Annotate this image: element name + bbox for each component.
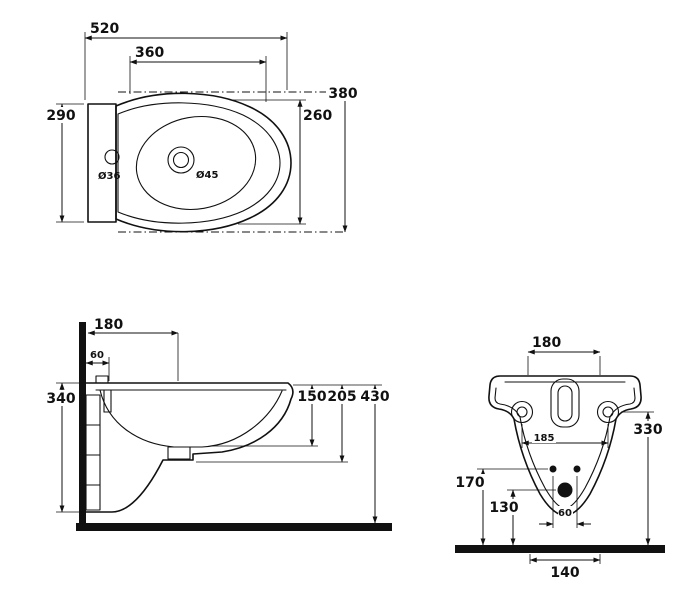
dim-front-330: 330 — [621, 411, 663, 546]
dim-front-170: 170 — [455, 468, 548, 546]
fixing-hole-right-outer — [596, 400, 620, 424]
top-view: Ø36 Ø45 520 360 380 260 — [44, 21, 359, 233]
bowl-rim-inner-outline — [117, 102, 281, 224]
dim-260: 260 — [232, 99, 332, 225]
bowl-basin-outline — [135, 115, 257, 211]
dim-side-150-label: 150 — [297, 389, 326, 405]
dim-front-130-label: 130 — [489, 500, 518, 516]
dim-side-60: 60 — [85, 350, 110, 381]
dim-side-340: 340 — [44, 382, 84, 513]
dim-front-140: 140 — [529, 554, 601, 581]
waste-fitting — [167, 446, 191, 460]
dim-side-340-label: 340 — [46, 391, 75, 407]
dim-front-140-label: 140 — [550, 565, 579, 581]
floor-line-side — [76, 523, 392, 531]
fixing-hole-right-inner — [602, 406, 614, 418]
dim-side-right-group: 150 205 430 — [196, 384, 390, 524]
drain-hole-45-outer — [167, 146, 195, 174]
bowl-outer-outline — [115, 92, 292, 233]
inlet-hole-left — [549, 465, 557, 473]
drain-hole-front — [557, 482, 573, 498]
dim-side-205-label: 205 — [327, 389, 356, 405]
drain-hole-45-inner — [172, 151, 190, 169]
dim-front-180: 180 — [527, 335, 601, 375]
dim-front-330-label: 330 — [633, 422, 662, 438]
dim-520-label: 520 — [90, 21, 119, 37]
dim-290-label: 290 — [46, 108, 75, 124]
body-profile-outline — [85, 382, 294, 513]
tap-fitting — [95, 375, 109, 384]
fixing-hole-left-outer — [510, 400, 534, 424]
dim-front-185: 185 — [521, 424, 609, 448]
keyhole-inner — [557, 385, 573, 422]
mount-plate-outline — [87, 103, 117, 223]
dim-290: 290 — [44, 103, 84, 223]
dim-side-430-label: 430 — [360, 389, 389, 405]
front-view: 180 185 330 170 130 — [455, 335, 665, 581]
label-hole-45: Ø45 — [196, 169, 218, 181]
fixing-hole-left-inner — [516, 406, 528, 418]
dim-260-label: 260 — [303, 108, 332, 124]
dim-360: 360 — [129, 45, 267, 102]
label-hole-36: Ø36 — [98, 170, 120, 182]
dim-front-185-label: 185 — [534, 433, 555, 444]
floor-line-front — [455, 545, 665, 553]
dim-side-60-label: 60 — [90, 350, 104, 361]
tap-hole-36 — [104, 149, 120, 165]
inlet-hole-right — [573, 465, 581, 473]
dim-front-60: 60 — [539, 476, 591, 528]
mounting-bracket — [85, 394, 101, 511]
dim-front-170-label: 170 — [455, 475, 484, 491]
keyhole-outer — [550, 378, 580, 428]
dim-front-130: 130 — [489, 489, 556, 546]
dim-380: 380 — [326, 85, 359, 233]
dim-front-180-label: 180 — [532, 335, 561, 351]
bowl-section-line — [99, 389, 283, 448]
side-view: 180 60 340 150 205 — [44, 317, 392, 531]
dim-380-label: 380 — [328, 86, 357, 102]
dim-side-180: 180 — [87, 317, 179, 381]
dim-360-label: 360 — [135, 45, 164, 61]
dim-520: 520 — [84, 21, 288, 100]
dim-front-60-label: 60 — [558, 508, 572, 519]
wall-section — [79, 322, 86, 527]
dim-side-180-label: 180 — [94, 317, 123, 333]
